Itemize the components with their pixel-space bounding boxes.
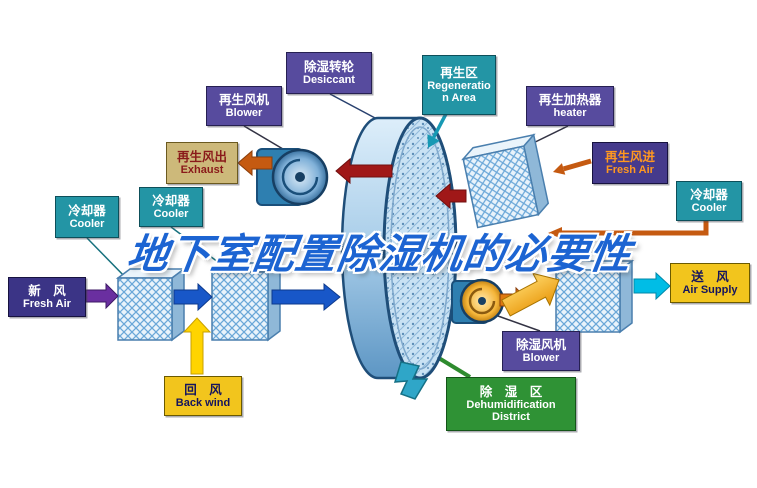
label-exhaust-zh: 再生风出 (176, 149, 227, 164)
label-regen-heater-en: heater (553, 106, 587, 119)
wheel-face-ring (390, 126, 450, 370)
label-fresh-air-en: Fresh Air (23, 297, 71, 310)
label-desiccant-wheel: 除湿转轮 Desiccant (286, 52, 372, 94)
connector-regen-blower-label (243, 125, 289, 153)
cooler-duct-left-outer (115, 267, 187, 342)
ribbon-marker-icon (393, 361, 429, 400)
label-regeneration-area-en: Regeneration Area (427, 79, 491, 104)
label-regen-blower-en: Blower (225, 106, 263, 119)
label-back-wind: 回 风 Back wind (164, 376, 242, 416)
label-cooler-left-inner-zh: 冷却器 (152, 193, 190, 208)
regen-area-pointer (427, 111, 449, 148)
label-air-supply-en: Air Supply (682, 283, 738, 296)
arrow-supply-duct (501, 272, 560, 317)
label-cooler-right: 冷却器 Cooler (676, 181, 742, 221)
arrow-air-supply-out (633, 271, 671, 301)
cooler-duct-right (553, 259, 635, 334)
label-air-supply: 送 风 Air Supply (670, 263, 750, 303)
label-cooler-left-outer-zh: 冷却器 (68, 203, 106, 218)
desiccant-wheel (340, 116, 458, 380)
label-dehumid-district: 除 湿 区 Dehumidification District (446, 377, 576, 431)
regen-fresh-air-path (548, 158, 709, 239)
label-regen-blower-zh: 再生风机 (218, 92, 269, 107)
connector-cooler-left-outer-label (86, 237, 129, 281)
process-blower-fan-icon (451, 278, 505, 324)
label-cooler-left-outer: 冷却器 Cooler (55, 196, 119, 238)
label-regeneration-area: 再生区 Regeneration Area (422, 55, 496, 115)
label-regen-blower: 再生风机 Blower (206, 86, 282, 126)
label-regen-fresh-air-zh: 再生风进 (604, 149, 655, 164)
label-dehumid-blower-zh: 除湿风机 (515, 337, 566, 352)
arrow-process-2 (271, 282, 341, 312)
label-dehumid-district-zh: 除 湿 区 (479, 384, 543, 399)
label-back-wind-en: Back wind (175, 396, 231, 409)
label-exhaust-en: Exhaust (180, 163, 224, 176)
wheel-face (382, 116, 458, 380)
connector-dehumid-blower-label (497, 315, 541, 332)
label-regen-fresh-air-en: Fresh Air (606, 163, 654, 176)
label-regeneration-area-zh: 再生区 (440, 65, 478, 80)
label-dehumid-district-en: Dehumidification District (466, 398, 556, 423)
label-cooler-right-en: Cooler (691, 201, 727, 214)
label-fresh-air: 新 风 Fresh Air (8, 277, 86, 317)
label-desiccant-wheel-en: Desiccant (303, 73, 355, 86)
label-cooler-left-inner-en: Cooler (153, 207, 189, 220)
arrow-heater-to-wheel (435, 182, 467, 210)
label-desiccant-wheel-zh: 除湿转轮 (303, 59, 354, 74)
label-air-supply-zh: 送 风 (691, 269, 729, 284)
regen-heater-box (461, 133, 550, 229)
page-title: 地下室配置除湿机的必要性 (124, 231, 635, 277)
connector-cooler-left-inner-label (170, 226, 227, 269)
label-cooler-right-zh: 冷却器 (690, 187, 728, 202)
arrow-fresh-air-in (85, 282, 119, 310)
label-exhaust: 再生风出 Exhaust (166, 142, 238, 184)
label-fresh-air-zh: 新 风 (28, 283, 66, 298)
arrow-return-air-up (182, 317, 212, 375)
label-cooler-left-inner: 冷却器 Cooler (139, 187, 203, 227)
arrow-process-1 (173, 282, 213, 312)
label-dehumid-blower: 除湿风机 Blower (502, 331, 580, 371)
label-regen-fresh-air: 再生风进 Fresh Air (592, 142, 668, 184)
arrow-regen-wheel-to-blower (335, 157, 393, 185)
label-dehumid-blower-en: Blower (522, 351, 560, 364)
label-regen-heater: 再生加热器 heater (526, 86, 614, 126)
label-back-wind-zh: 回 风 (184, 382, 222, 397)
label-cooler-left-outer-en: Cooler (69, 217, 105, 230)
label-regen-heater-zh: 再生加热器 (538, 92, 602, 107)
arrow-exhaust-out (237, 149, 273, 177)
